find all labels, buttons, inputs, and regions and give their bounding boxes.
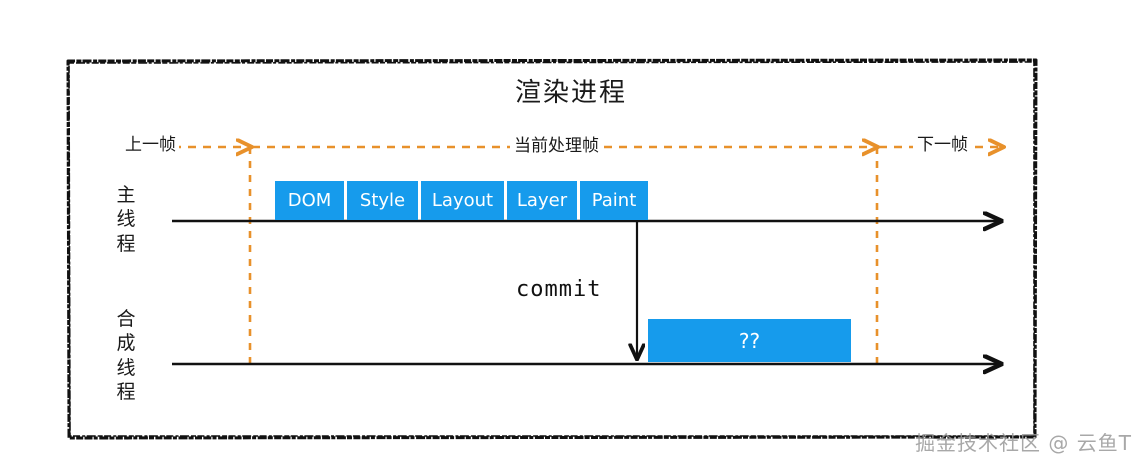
pipeline-stage-row: DOM Style Layout Layer Paint — [275, 181, 648, 220]
pipeline-stage-paint[interactable]: Paint — [580, 181, 648, 220]
composite-stage-unknown[interactable]: ?? — [648, 319, 851, 362]
lane-label-compositor-thread-char-4: 程 — [116, 380, 136, 403]
watermark: 掘金技术社区 @ 云鱼T — [915, 431, 1132, 455]
frame-label-current: 当前处理帧 — [511, 131, 602, 156]
lane-label-compositor-thread-char-3: 线 — [116, 356, 136, 379]
frame-label-next: 下一帧 — [914, 130, 971, 155]
lane-label-main-thread-char-1: 主 — [116, 184, 136, 206]
page-title: 渲染进程 — [514, 78, 627, 108]
lane-label-compositor-thread-char-1: 合 — [116, 308, 136, 330]
lane-label-main-thread-char-2: 线 — [116, 208, 136, 231]
frame-label-previous: 上一帧 — [122, 130, 179, 155]
pipeline-stage-layer[interactable]: Layer — [507, 181, 577, 220]
lane-label-compositor-thread: 合 成 线 程 — [113, 307, 139, 404]
lane-label-compositor-thread-char-2: 成 — [116, 332, 136, 355]
pipeline-stage-layout[interactable]: Layout — [421, 181, 504, 220]
commit-label: commit — [516, 277, 602, 302]
pipeline-stage-dom[interactable]: DOM — [275, 181, 344, 220]
pipeline-stage-style[interactable]: Style — [347, 181, 418, 220]
lane-label-main-thread: 主 线 程 — [113, 183, 139, 256]
lane-label-main-thread-char-3: 程 — [116, 232, 136, 255]
